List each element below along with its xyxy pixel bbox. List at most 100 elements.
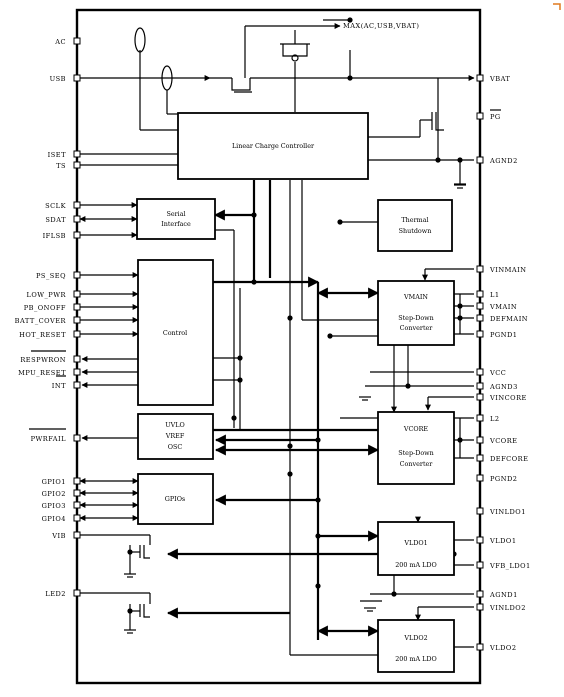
fet-top-icon bbox=[282, 44, 308, 57]
pin-vcore-box bbox=[476, 436, 484, 444]
pin-batt-cover-box bbox=[73, 316, 81, 324]
left-pins: AC USB ISET TS SCLK SDAT IFLSB PS_SEQ LO… bbox=[15, 37, 81, 598]
pin-l2-box bbox=[476, 414, 484, 422]
pin-vincore: VINCORE bbox=[489, 394, 527, 402]
pin-vfb-ldo1-box bbox=[476, 561, 484, 569]
pin-agnd3: AGND3 bbox=[489, 383, 518, 391]
pin-vcore: VCORE bbox=[489, 437, 518, 445]
pin-vmain: VMAIN bbox=[489, 303, 517, 311]
uvlo-label-1: UVLO bbox=[165, 421, 184, 429]
pin-l1-box bbox=[476, 290, 484, 298]
pin-agnd3-box bbox=[476, 382, 484, 390]
right-pins: VBAT PG AGND2 VINMAIN L1 VMAIN DEFMAIN P… bbox=[476, 74, 531, 652]
pin-ps-seq-box bbox=[73, 271, 81, 279]
pin-int-box bbox=[73, 381, 81, 389]
pin-led2-box bbox=[73, 589, 81, 597]
ground-symbols bbox=[124, 184, 466, 634]
charger-block: Linear Charge Controller bbox=[177, 112, 369, 180]
vcore-block: VCORE Step-Down Converter bbox=[377, 411, 455, 485]
pin-gpio3-box bbox=[73, 501, 81, 509]
pin-pgnd1-box bbox=[476, 330, 484, 338]
pin-sclk: SCLK bbox=[45, 202, 66, 210]
thermal-shutdown-block: Thermal Shutdown bbox=[377, 199, 453, 252]
pin-vldo1: VLDO1 bbox=[489, 537, 517, 545]
pin-agnd2: AGND2 bbox=[489, 157, 518, 165]
pin-vbat: VBAT bbox=[489, 75, 511, 83]
uvlo-label-2: VREF bbox=[165, 432, 185, 440]
pin-pgnd1: PGND1 bbox=[490, 331, 517, 339]
internal-wiring bbox=[77, 19, 475, 656]
pin-vcc-box bbox=[476, 368, 484, 376]
pin-batt-cover: BATT_COVER bbox=[15, 317, 67, 325]
serial-label-2: Interface bbox=[161, 220, 191, 228]
vldo2-label-1: VLDO2 bbox=[403, 634, 427, 642]
pin-gpio1-box bbox=[73, 477, 81, 485]
pin-gpio4-box bbox=[73, 514, 81, 522]
pin-usb: USB bbox=[50, 75, 66, 83]
pin-vinmain-box bbox=[476, 265, 484, 273]
pin-pb-onoff: PB_ONOFF bbox=[24, 304, 66, 312]
vldo1-label-2: 200 mA LDO bbox=[395, 561, 437, 569]
fet-usb-icon bbox=[231, 78, 251, 91]
pin-iflsb: IFLSB bbox=[43, 232, 66, 240]
pin-gpio4: GPIO4 bbox=[42, 515, 66, 523]
pin-vinldo1: VINLDO1 bbox=[489, 508, 526, 516]
control-label: Control bbox=[163, 329, 187, 337]
pin-resetwron-box bbox=[73, 355, 81, 363]
vmain-block: VMAIN Step-Down Converter bbox=[377, 280, 455, 346]
max-supply-label: MAX(AC,USB,VBAT) bbox=[343, 22, 419, 30]
pin-vldo2: VLDO2 bbox=[489, 644, 517, 652]
serial-interface-block: Serial Interface bbox=[136, 198, 216, 240]
pin-resetwron: RESPWRON bbox=[20, 356, 66, 364]
pin-ps-seq: PS_SEQ bbox=[36, 272, 66, 280]
corner-marker-icon bbox=[553, 3, 561, 10]
vcore-label-1: VCORE bbox=[403, 425, 429, 433]
vmain-label-3: Converter bbox=[400, 324, 434, 332]
thermal-label-2: Shutdown bbox=[399, 227, 432, 235]
pin-vinldo1-box bbox=[476, 507, 484, 515]
pin-usb-box bbox=[73, 74, 81, 82]
pin-gpio3: GPIO3 bbox=[42, 502, 66, 510]
pin-sclk-box bbox=[73, 201, 81, 209]
pin-pgnd2-box bbox=[476, 474, 484, 482]
pin-l2: L2 bbox=[490, 415, 500, 423]
vcore-label-3: Converter bbox=[400, 460, 434, 468]
pin-gpio2-box bbox=[73, 489, 81, 497]
fet-vib-icon bbox=[139, 545, 150, 559]
pin-vfb-ldo1: VFB_LDO1 bbox=[489, 562, 531, 570]
gpio-label: GPIOs bbox=[165, 495, 185, 503]
pin-defmain-box bbox=[476, 314, 484, 322]
pin-agnd1-box bbox=[476, 590, 484, 598]
serial-label-1: Serial bbox=[166, 210, 185, 218]
pin-gpio1: GPIO1 bbox=[42, 478, 66, 486]
pin-vbat-box bbox=[476, 74, 484, 82]
pin-vinldo2: VINLDO2 bbox=[489, 604, 526, 612]
pin-vldo2-box bbox=[476, 643, 484, 651]
pin-hot-reset-box bbox=[73, 330, 81, 338]
control-block: Control bbox=[137, 259, 214, 406]
pin-pwrfail-box bbox=[73, 434, 81, 442]
pin-pg: PG bbox=[490, 113, 501, 121]
pin-defcore: DEFCORE bbox=[490, 455, 528, 463]
vmain-label-1: VMAIN bbox=[403, 293, 428, 301]
vcore-label-2: Step-Down bbox=[398, 449, 434, 457]
pin-mpu-reset-box bbox=[73, 368, 81, 376]
pin-iset-box bbox=[73, 150, 81, 158]
thermal-label-1: Thermal bbox=[401, 216, 428, 224]
pin-sdat: SDAT bbox=[45, 216, 66, 224]
pin-pg-box bbox=[476, 112, 484, 120]
pin-low-pwr: LOW_PWR bbox=[26, 291, 66, 299]
pin-int: INT bbox=[52, 382, 66, 390]
charger-block-label: Linear Charge Controller bbox=[232, 142, 315, 150]
pin-vinldo2-box bbox=[476, 603, 484, 611]
diode-ac-icon bbox=[134, 27, 146, 53]
pin-mpu-reset: MPU_RESET bbox=[18, 369, 66, 377]
vldo2-label-2: 200 mA LDO bbox=[395, 655, 437, 663]
uvlo-label-3: OSC bbox=[168, 443, 183, 451]
vldo1-label-1: VLDO1 bbox=[403, 539, 427, 547]
pin-defcore-box bbox=[476, 454, 484, 462]
pin-ac-box bbox=[73, 37, 81, 45]
diode-usb-icon bbox=[161, 65, 173, 91]
pin-ts-box bbox=[73, 161, 81, 169]
